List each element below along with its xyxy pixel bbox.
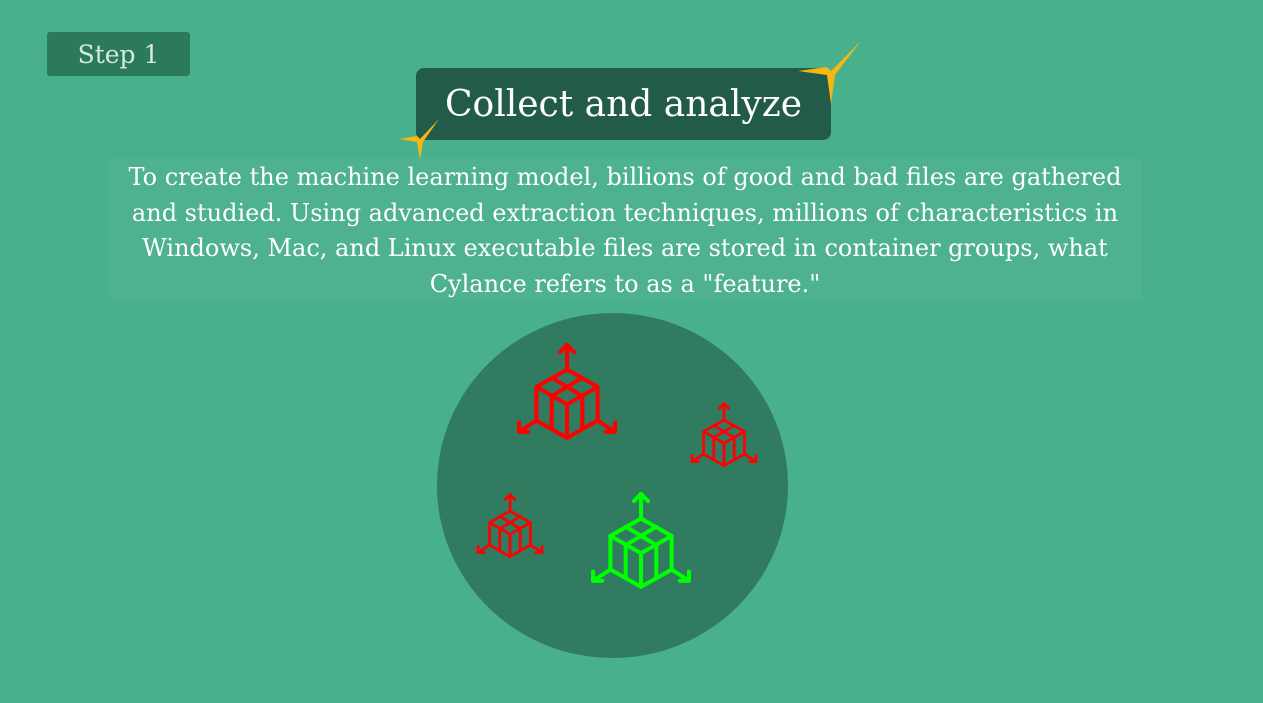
feature-cube-icon xyxy=(517,343,617,440)
sparkle-icon xyxy=(399,119,439,160)
step-badge: Step 1 xyxy=(47,32,190,76)
title-text: Collect and analyze xyxy=(445,83,802,125)
sparkle-icon xyxy=(798,41,861,104)
description-text: To create the machine learning model, bi… xyxy=(108,158,1142,300)
slide-title: Collect and analyze xyxy=(416,68,831,140)
feature-cube-icon xyxy=(690,402,758,467)
feature-container-circle xyxy=(437,313,788,658)
feature-cube-icon xyxy=(591,492,691,589)
step-label: Step 1 xyxy=(77,39,160,69)
feature-cube-icon xyxy=(476,493,544,558)
